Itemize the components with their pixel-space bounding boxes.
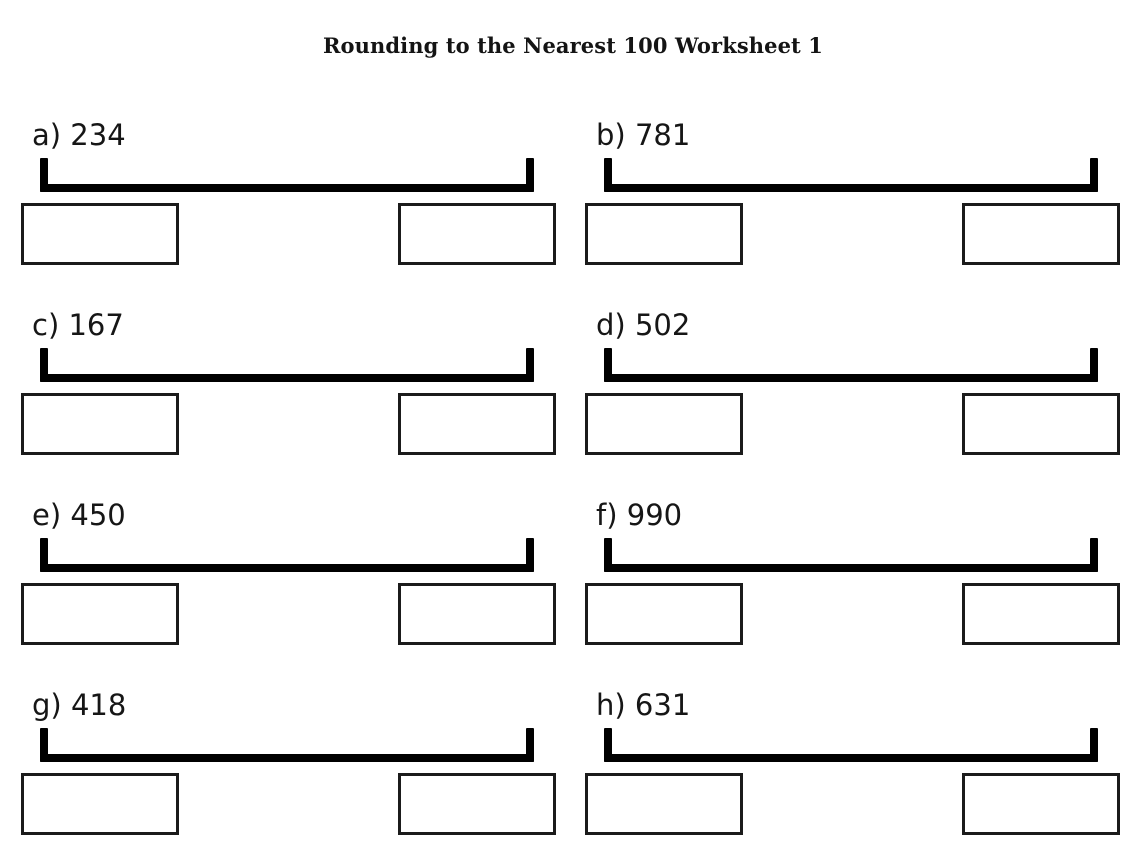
bracket-right-stem xyxy=(1090,348,1098,382)
bracket-span xyxy=(40,374,534,382)
bracket-span xyxy=(604,184,1098,192)
bracket-span xyxy=(40,184,534,192)
rounding-bracket xyxy=(40,158,534,192)
answer-box-upper[interactable] xyxy=(398,773,556,835)
bracket-span xyxy=(604,374,1098,382)
rounding-bracket xyxy=(40,538,534,572)
problem-c: c) 167 xyxy=(20,308,560,458)
problem-e: e) 450 xyxy=(20,498,560,648)
problem-label: a) 234 xyxy=(32,118,126,152)
problem-label: e) 450 xyxy=(32,498,126,532)
answer-box-upper[interactable] xyxy=(962,203,1120,265)
problem-label: h) 631 xyxy=(596,688,691,722)
answer-box-upper[interactable] xyxy=(398,393,556,455)
bracket-left-stem xyxy=(40,158,48,192)
problem-label: f) 990 xyxy=(596,498,683,532)
answer-box-lower[interactable] xyxy=(585,773,743,835)
problem-d: d) 502 xyxy=(584,308,1124,458)
bracket-span xyxy=(40,754,534,762)
answer-box-upper[interactable] xyxy=(962,393,1120,455)
problem-label: g) 418 xyxy=(32,688,127,722)
problem-label: c) 167 xyxy=(32,308,124,342)
bracket-left-stem xyxy=(40,538,48,572)
bracket-right-stem xyxy=(1090,728,1098,762)
bracket-span xyxy=(604,564,1098,572)
bracket-left-stem xyxy=(604,538,612,572)
rounding-bracket xyxy=(40,728,534,762)
answer-box-lower[interactable] xyxy=(585,203,743,265)
bracket-left-stem xyxy=(40,728,48,762)
problem-b: b) 781 xyxy=(584,118,1124,268)
problem-label: b) 781 xyxy=(596,118,691,152)
rounding-bracket xyxy=(604,348,1098,382)
problem-g: g) 418 xyxy=(20,688,560,838)
answer-box-lower[interactable] xyxy=(585,393,743,455)
answer-box-lower[interactable] xyxy=(21,393,179,455)
bracket-left-stem xyxy=(604,728,612,762)
problem-f: f) 990 xyxy=(584,498,1124,648)
answer-box-upper[interactable] xyxy=(398,583,556,645)
rounding-bracket xyxy=(604,728,1098,762)
bracket-left-stem xyxy=(604,348,612,382)
bracket-left-stem xyxy=(40,348,48,382)
answer-box-lower[interactable] xyxy=(21,203,179,265)
page-title: Rounding to the Nearest 100 Worksheet 1 xyxy=(323,33,823,58)
bracket-right-stem xyxy=(526,348,534,382)
bracket-span xyxy=(604,754,1098,762)
answer-box-lower[interactable] xyxy=(21,773,179,835)
answer-box-lower[interactable] xyxy=(21,583,179,645)
problem-a: a) 234 xyxy=(20,118,560,268)
rounding-bracket xyxy=(40,348,534,382)
rounding-bracket xyxy=(604,538,1098,572)
problem-h: h) 631 xyxy=(584,688,1124,838)
bracket-right-stem xyxy=(526,538,534,572)
bracket-right-stem xyxy=(526,158,534,192)
answer-box-upper[interactable] xyxy=(962,583,1120,645)
bracket-right-stem xyxy=(1090,158,1098,192)
answer-box-upper[interactable] xyxy=(398,203,556,265)
bracket-right-stem xyxy=(526,728,534,762)
rounding-bracket xyxy=(604,158,1098,192)
bracket-span xyxy=(40,564,534,572)
bracket-right-stem xyxy=(1090,538,1098,572)
problem-label: d) 502 xyxy=(596,308,691,342)
answer-box-lower[interactable] xyxy=(585,583,743,645)
bracket-left-stem xyxy=(604,158,612,192)
answer-box-upper[interactable] xyxy=(962,773,1120,835)
